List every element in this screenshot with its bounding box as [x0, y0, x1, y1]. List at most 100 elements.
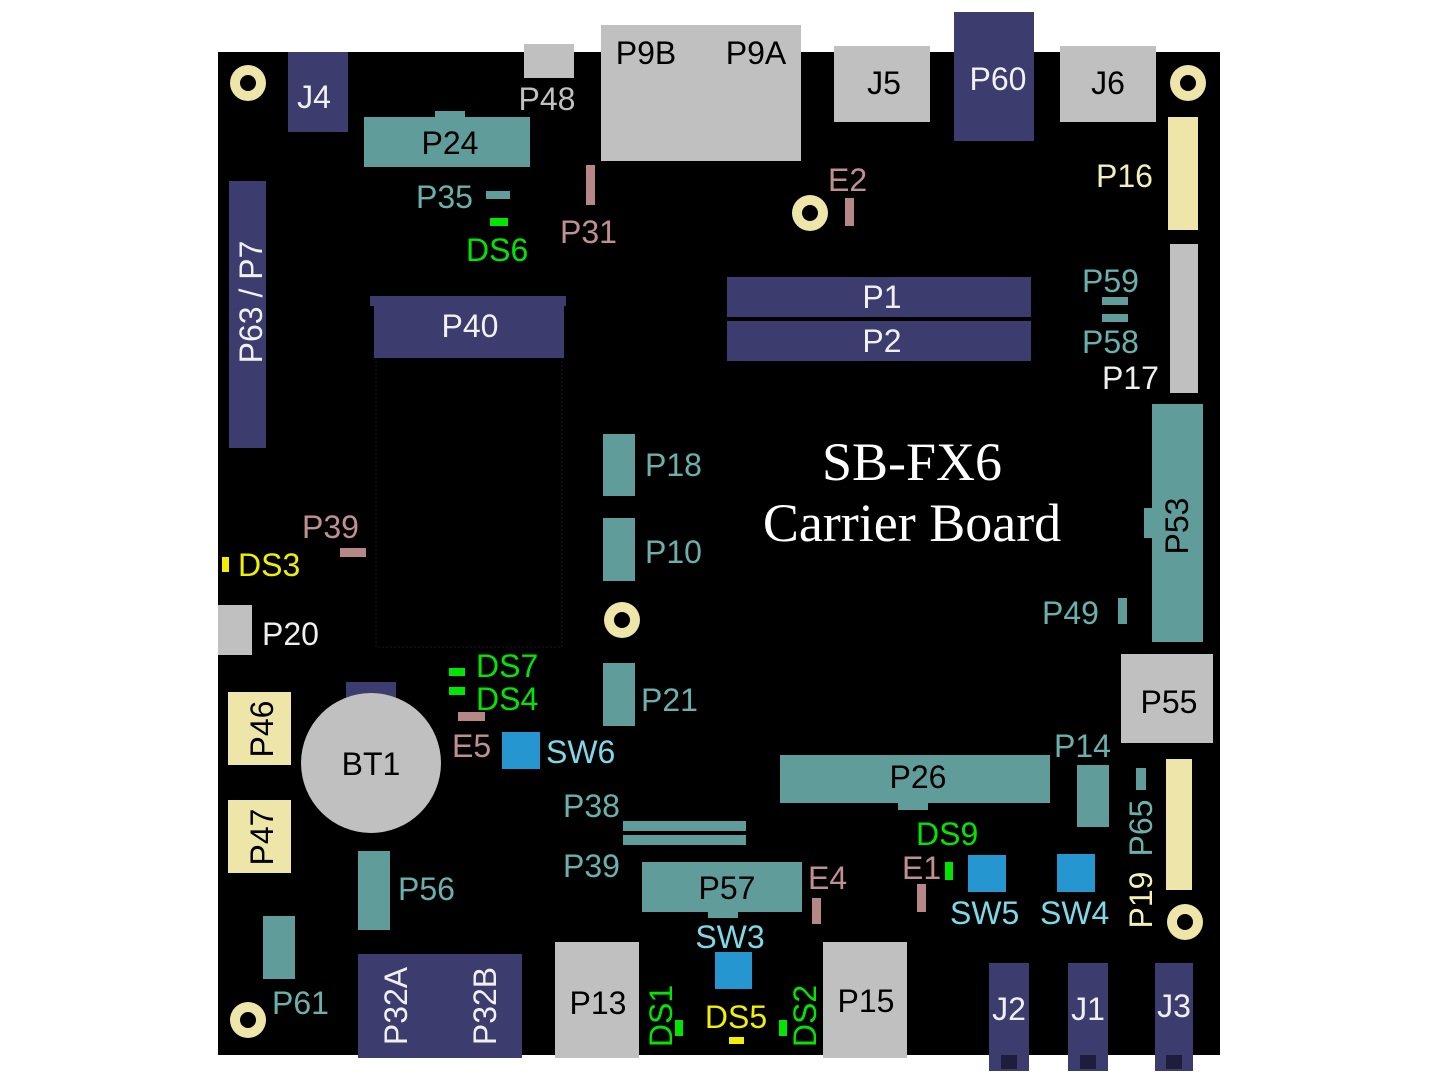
connector-p18[interactable]	[603, 434, 635, 496]
connector-j3[interactable]	[1155, 963, 1193, 1071]
connector-p53[interactable]	[1152, 404, 1203, 642]
led-ds5	[729, 1037, 744, 1044]
connector-j6[interactable]	[1060, 46, 1156, 122]
p26-key	[898, 802, 928, 810]
jumper-e2[interactable]	[845, 198, 854, 226]
switch-sw5[interactable]	[968, 855, 1006, 892]
connector-p16[interactable]	[1168, 117, 1198, 230]
connector-j5[interactable]	[834, 46, 930, 122]
connector-p26[interactable]	[780, 755, 1050, 803]
label-sw5: SW5	[950, 895, 1019, 931]
label-p9a: P9A	[726, 35, 787, 71]
label-ds4: DS4	[476, 681, 538, 717]
connector-p21[interactable]	[603, 663, 635, 726]
label-p18: P18	[645, 447, 702, 483]
label-p21: P21	[641, 682, 698, 718]
label-p31: P31	[560, 214, 617, 250]
label-p24: P24	[422, 125, 479, 161]
connector-p59[interactable]	[1102, 297, 1128, 305]
connector-j2[interactable]	[989, 963, 1029, 1071]
label-ds2: DS2	[787, 985, 823, 1047]
label-p39-bottom: P39	[563, 848, 620, 884]
mounting-hole-drill	[1180, 75, 1196, 91]
label-p17: P17	[1102, 360, 1159, 396]
connector-p15[interactable]	[823, 942, 907, 1058]
mounting-hole-drill	[802, 205, 818, 221]
label-p15: P15	[838, 983, 895, 1019]
p57-key	[708, 910, 738, 918]
connector-p35[interactable]	[486, 191, 510, 199]
board-title-line1: SB-FX6	[822, 432, 1002, 492]
label-p65: P65	[1123, 800, 1159, 857]
jumper-e1[interactable]	[917, 884, 926, 912]
switch-sw3[interactable]	[715, 952, 752, 989]
connector-p20[interactable]	[218, 605, 252, 655]
label-p10: P10	[645, 534, 702, 570]
connector-p10[interactable]	[603, 518, 635, 581]
jumper-p39-left[interactable]	[340, 548, 366, 557]
label-j3: J3	[1157, 988, 1191, 1024]
label-ds7: DS7	[476, 648, 538, 684]
connector-p55[interactable]	[1121, 654, 1213, 743]
led-ds1	[675, 1020, 683, 1036]
connector-p56[interactable]	[358, 851, 390, 930]
connector-p13[interactable]	[555, 942, 639, 1058]
label-p20: P20	[262, 616, 319, 652]
connector-p2[interactable]	[727, 321, 1031, 361]
label-bt1: BT1	[342, 746, 401, 782]
connector-p17[interactable]	[1170, 244, 1198, 393]
label-p63-p7: P63 / P7	[233, 241, 269, 364]
label-e1: E1	[902, 850, 941, 886]
connector-p47[interactable]	[228, 800, 291, 873]
label-ds3: DS3	[238, 547, 300, 583]
connector-p24[interactable]	[364, 117, 530, 167]
label-ds9: DS9	[916, 816, 978, 852]
jumper-p31[interactable]	[586, 165, 595, 205]
label-p32a: P32A	[378, 966, 414, 1045]
led-ds7	[449, 668, 465, 676]
connector-p58[interactable]	[1102, 314, 1128, 322]
connector-p57[interactable]	[642, 862, 802, 912]
connector-j1[interactable]	[1068, 963, 1108, 1071]
battery-bt1[interactable]	[301, 693, 441, 833]
label-j6: J6	[1091, 65, 1125, 101]
jumper-e4[interactable]	[812, 898, 821, 924]
label-e4: E4	[808, 860, 847, 896]
jumper-e5[interactable]	[458, 712, 485, 721]
connector-p46[interactable]	[228, 692, 291, 765]
connector-j4[interactable]	[288, 52, 348, 132]
led-ds9	[945, 862, 953, 880]
label-sw4: SW4	[1040, 895, 1109, 931]
label-p19: P19	[1123, 872, 1159, 929]
connector-p38[interactable]	[623, 821, 746, 831]
switch-sw4[interactable]	[1057, 854, 1095, 892]
connector-p40[interactable]	[374, 296, 564, 358]
label-p59: P59	[1082, 263, 1139, 299]
connector-p39-bottom[interactable]	[623, 835, 746, 845]
switch-sw6[interactable]	[502, 732, 540, 769]
label-e2: E2	[828, 162, 867, 198]
connector-p9[interactable]	[601, 25, 801, 161]
label-j2: J2	[992, 991, 1026, 1027]
label-j1: J1	[1071, 991, 1105, 1027]
connector-p49[interactable]	[1118, 598, 1127, 624]
label-p32b: P32B	[467, 967, 503, 1045]
connector-p14[interactable]	[1077, 765, 1109, 827]
label-p39-left: P39	[302, 509, 359, 545]
p24-key	[435, 111, 465, 119]
connector-p65[interactable]	[1136, 768, 1146, 790]
label-p40: P40	[442, 308, 499, 344]
connector-p19[interactable]	[1166, 759, 1192, 890]
connector-p60[interactable]	[954, 12, 1034, 141]
connector-p63-p7[interactable]	[229, 181, 266, 448]
connector-p61[interactable]	[263, 916, 295, 979]
connector-p32[interactable]	[358, 954, 522, 1058]
j1-barrel	[1080, 1055, 1096, 1069]
connector-p1[interactable]	[727, 277, 1031, 317]
label-p14: P14	[1054, 728, 1111, 764]
label-p16: P16	[1096, 158, 1153, 194]
label-p13: P13	[570, 985, 627, 1021]
led-ds6	[490, 218, 508, 226]
connector-p48[interactable]	[524, 44, 574, 78]
